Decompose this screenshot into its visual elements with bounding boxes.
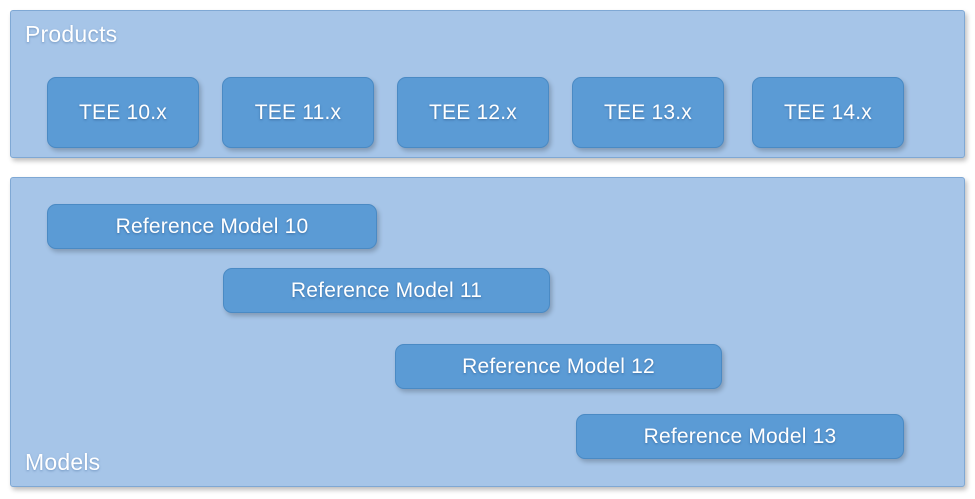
model-chip-reference-model-11[interactable]: Reference Model 11 xyxy=(223,268,550,313)
product-chip-tee-13[interactable]: TEE 13.x xyxy=(572,77,724,148)
model-chip-reference-model-13[interactable]: Reference Model 13 xyxy=(576,414,904,459)
models-group: Reference Model 10 Reference Model 11 Re… xyxy=(10,177,965,487)
model-chip-reference-model-10[interactable]: Reference Model 10 xyxy=(47,204,377,249)
products-group: Products TEE 10.x TEE 11.x TEE 12.x TEE … xyxy=(10,10,965,158)
product-chip-tee-14[interactable]: TEE 14.x xyxy=(752,77,904,148)
models-group-label: Models xyxy=(25,449,101,475)
product-chip-tee-11[interactable]: TEE 11.x xyxy=(222,77,374,148)
product-chip-tee-12[interactable]: TEE 12.x xyxy=(397,77,549,148)
model-chip-reference-model-12[interactable]: Reference Model 12 xyxy=(395,344,722,389)
product-chip-tee-10[interactable]: TEE 10.x xyxy=(47,77,199,148)
products-group-label: Products xyxy=(25,21,118,47)
